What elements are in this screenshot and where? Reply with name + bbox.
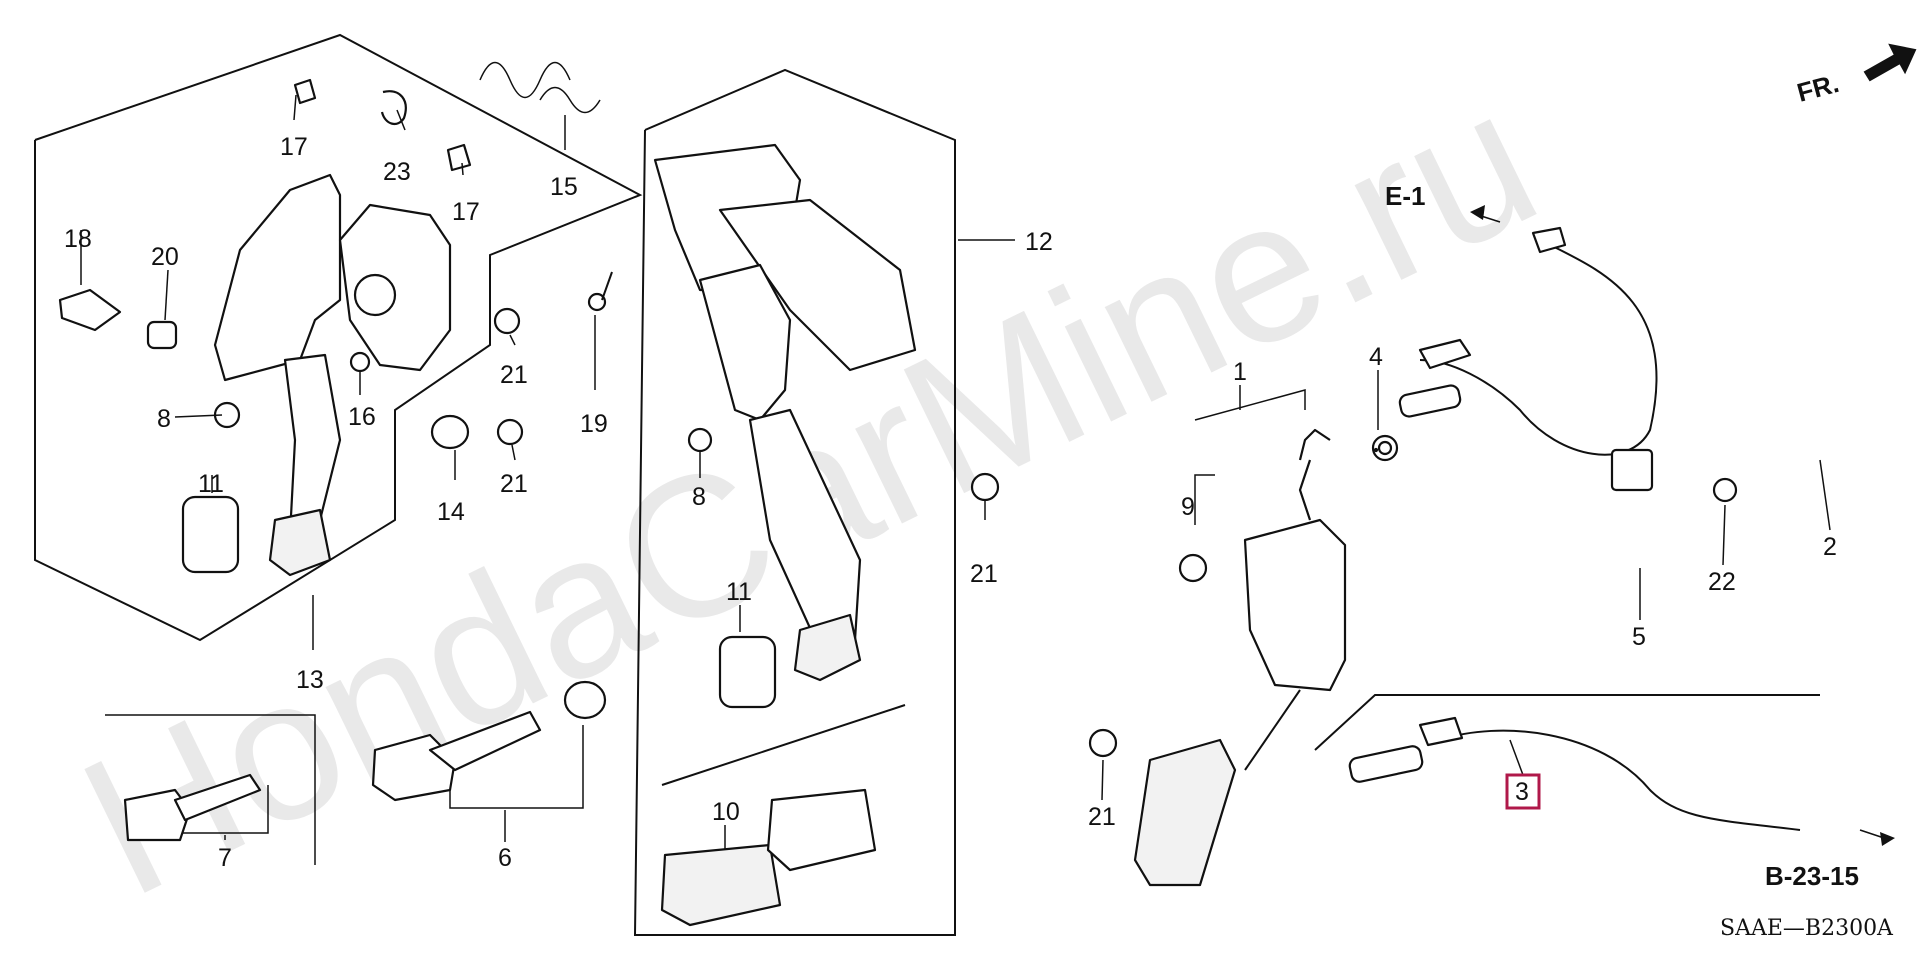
front-label: FR.: [1794, 68, 1842, 108]
callout-14[interactable]: 14: [437, 498, 465, 526]
arrow-e1-icon: [1470, 205, 1485, 220]
ref-e1: E-1: [1385, 181, 1425, 211]
callout-4[interactable]: 4: [1369, 343, 1383, 371]
clutch-pedal-assembly: [213, 173, 452, 577]
callout-1[interactable]: 1: [1233, 358, 1247, 386]
callout-17-right[interactable]: 17: [452, 198, 480, 226]
callout-21-b[interactable]: 21: [500, 470, 528, 498]
clutch-pedal-group-outline: [34, 33, 643, 642]
callout-12[interactable]: 12: [1025, 228, 1053, 256]
callout-17-left[interactable]: 17: [280, 133, 308, 161]
brake-pedal-group-outline: [633, 68, 956, 936]
callout-11-mid[interactable]: 11: [726, 578, 752, 606]
front-direction-indicator: FR.: [1794, 43, 1917, 108]
arrow-b2315-icon: [1880, 832, 1895, 846]
callout-2[interactable]: 2: [1823, 533, 1837, 561]
cables: [1348, 226, 1801, 831]
brake-pedal-assembly: [123, 143, 1000, 927]
callout-labels: 18 20 17 23 17 15 8 16 11 14 21 21 13 19…: [64, 133, 1837, 872]
callout-8-left[interactable]: 8: [157, 405, 171, 433]
throttle-cable-group-outline: [1314, 694, 1820, 751]
callout-11-left[interactable]: 11: [198, 470, 224, 498]
front-arrow-icon: [1863, 43, 1917, 82]
small-parts-left: [58, 61, 601, 574]
callout-5[interactable]: 5: [1632, 623, 1646, 651]
callout-9[interactable]: 9: [1181, 493, 1195, 521]
diagram-code: SAAE—B2300A: [1720, 916, 1894, 941]
callout-13[interactable]: 13: [296, 666, 324, 694]
callout-21-d[interactable]: 21: [1088, 803, 1116, 831]
callout-19[interactable]: 19: [580, 410, 608, 438]
callout-21-a[interactable]: 21: [500, 361, 528, 389]
callout-6[interactable]: 6: [498, 844, 512, 872]
callout-20[interactable]: 20: [151, 243, 179, 271]
ref-b2315: B-23-15: [1765, 861, 1859, 891]
callout-16[interactable]: 16: [348, 403, 376, 431]
callout-3[interactable]: 3: [1515, 778, 1529, 806]
callout-15[interactable]: 15: [550, 173, 578, 201]
callout-21-c[interactable]: 21: [970, 560, 998, 588]
accelerator-pedal-assembly: [1088, 428, 1399, 887]
callout-8-mid[interactable]: 8: [692, 483, 706, 511]
callout-10[interactable]: 10: [712, 798, 740, 826]
highlight-box-part-3: [1505, 773, 1541, 810]
callout-7[interactable]: 7: [218, 844, 232, 872]
callout-18[interactable]: 18: [64, 225, 92, 253]
callout-23[interactable]: 23: [383, 158, 411, 186]
callout-22[interactable]: 22: [1708, 568, 1736, 596]
